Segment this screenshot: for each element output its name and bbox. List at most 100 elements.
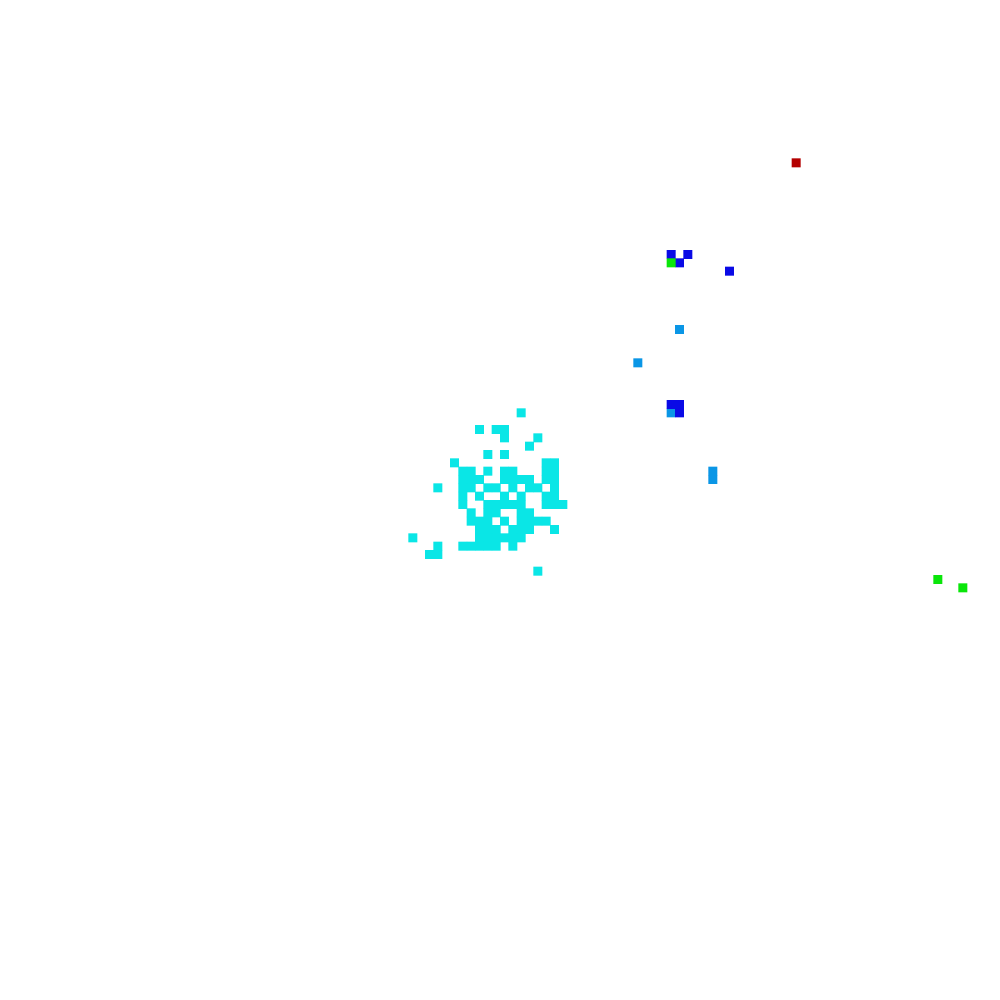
pixel-cell-cyan	[533, 433, 543, 443]
pixel-cell-cyan	[508, 525, 518, 534]
pixel-cell-cyan	[508, 500, 518, 509]
pixel-cell-cyan	[408, 533, 418, 543]
pixel-cell-cyan	[475, 425, 484, 434]
pixel-cell-cyan	[475, 541, 484, 551]
pixel-cell-blue	[666, 250, 676, 259]
pixel-cell-cyan	[550, 458, 559, 468]
pixel-cell-cyan	[550, 491, 559, 501]
pixel-cell-cyan	[491, 508, 501, 518]
pixel-cell-cyan	[475, 475, 484, 484]
cells-layer	[408, 158, 968, 593]
pixel-cell-cyan	[508, 466, 518, 476]
pixel-cell-blue	[675, 400, 684, 409]
pixel-cell-cyan	[500, 466, 509, 476]
pixel-cell-cyan	[541, 475, 551, 484]
pixel-cell-cyan	[500, 450, 509, 459]
pixel-cell-blue	[666, 400, 676, 409]
pixel-cell-cyan	[516, 408, 526, 418]
pixel-cell-cyan	[525, 516, 534, 526]
pixel-cell-cyan	[541, 466, 551, 476]
pixel-cell-cyan	[483, 533, 493, 543]
pixel-cell-cyan	[458, 491, 468, 501]
pixel-cell-blue	[675, 258, 684, 268]
pixel-cell-cyan	[475, 491, 484, 501]
pixel-cell-cyan	[483, 525, 493, 534]
pixel-cell-cyan	[533, 566, 543, 576]
pixel-cell-cyan	[525, 483, 534, 493]
pixel-cell-cyan	[516, 508, 526, 518]
pixel-cell-cyan	[483, 450, 493, 459]
pixel-cell-cyan	[475, 533, 484, 543]
pixel-cell-cyan	[516, 533, 526, 543]
pixel-cell-cyan	[483, 541, 493, 551]
pixel-cell-cyan	[508, 483, 518, 493]
pixel-cell-cyan	[466, 466, 476, 476]
pixel-cell-green	[666, 258, 676, 268]
pixel-cell-cyan	[558, 500, 568, 509]
pixel-cell-cyan	[491, 425, 501, 434]
pixel-cell-cyan	[458, 541, 468, 551]
pixel-cell-cyan	[516, 475, 526, 484]
pixel-cell-blue	[675, 408, 684, 418]
pixel-cell-cyan	[533, 483, 543, 493]
pixel-cell-sky	[708, 475, 718, 484]
pixel-cell-cyan	[433, 541, 443, 551]
pixel-cell-sky	[675, 325, 684, 334]
pixel-cell-sky	[708, 466, 718, 476]
pixel-cell-cyan	[525, 525, 534, 534]
pixel-cell-cyan	[491, 541, 501, 551]
pixel-cell-cyan	[500, 516, 509, 526]
pixel-cell-cyan	[508, 533, 518, 543]
pixel-cell-cyan	[491, 525, 501, 534]
pixel-cell-cyan	[550, 475, 559, 484]
pixel-cell-cyan	[491, 533, 501, 543]
pixel-cell-cyan	[483, 516, 493, 526]
pixel-cell-cyan	[466, 516, 476, 526]
pixel-cell-cyan	[466, 541, 476, 551]
pixel-cell-cyan	[425, 550, 434, 559]
pixel-cell-cyan	[550, 500, 559, 509]
pixel-cell-cyan	[500, 475, 509, 484]
pixel-cell-cyan	[483, 466, 493, 476]
pixel-cell-cyan	[541, 458, 551, 468]
pixel-cell-cyan	[500, 491, 509, 501]
pixel-cell-cyan	[508, 475, 518, 484]
pixel-cell-cyan	[500, 433, 509, 443]
pixel-cell-cyan	[500, 500, 509, 509]
pixel-cell-cyan	[491, 483, 501, 493]
pixel-cell-cyan	[516, 525, 526, 534]
pixel-cell-cyan	[500, 533, 509, 543]
pixel-cell-cyan	[450, 458, 459, 468]
pixel-cell-cyan	[466, 508, 476, 518]
pixel-cell-cyan	[491, 500, 501, 509]
pixel-cell-cyan	[433, 550, 443, 559]
pixel-cell-cyan	[466, 483, 476, 493]
pixel-cell-cyan	[541, 500, 551, 509]
pixel-cell-cyan	[516, 516, 526, 526]
pixel-cell-cyan	[533, 516, 543, 526]
pixel-cell-cyan	[541, 516, 551, 526]
pixel-cell-cyan	[516, 500, 526, 509]
pixel-cell-cyan	[475, 525, 484, 534]
pixel-cell-sky	[666, 408, 676, 418]
pixel-cell-cyan	[525, 475, 534, 484]
pixel-cell-cyan	[516, 491, 526, 501]
pixel-cell-green	[933, 575, 943, 584]
pixel-cell-cyan	[508, 541, 518, 551]
pixel-cell-cyan	[550, 466, 559, 476]
pixel-cell-cyan	[525, 441, 534, 451]
pixel-cell-cyan	[550, 483, 559, 493]
pixel-cell-cyan	[458, 466, 468, 476]
pixel-cell-cyan	[483, 483, 493, 493]
pixel-cell-cyan	[525, 508, 534, 518]
pixel-cell-cyan	[458, 483, 468, 493]
pixel-cell-cyan	[466, 475, 476, 484]
pixel-cell-cyan	[483, 508, 493, 518]
pixel-cell-red	[791, 158, 801, 168]
pixel-cell-blue	[725, 266, 734, 276]
pixel-cell-cyan	[458, 475, 468, 484]
pixel-cell-green	[958, 583, 968, 593]
pixel-cell-cyan	[483, 500, 493, 509]
pixel-cell-blue	[683, 250, 693, 259]
